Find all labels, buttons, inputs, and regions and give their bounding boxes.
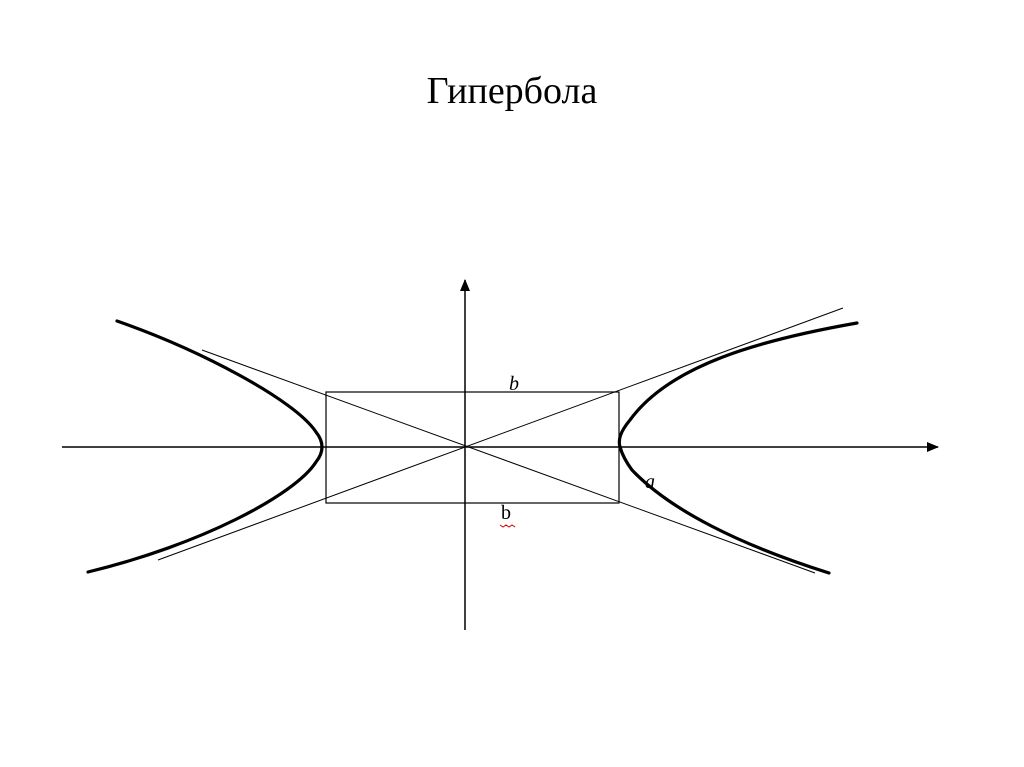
page-title: Гипербола — [426, 70, 598, 112]
label-b-top: b — [509, 373, 519, 395]
hyperbola-left-branch — [86, 319, 324, 574]
asymptote-falling — [201, 349, 816, 574]
label-b-bottom: b — [501, 502, 511, 524]
label-a: a — [645, 471, 655, 493]
hyperbola-right-branch — [617, 321, 859, 575]
asymptote-rising — [157, 307, 844, 561]
spellcheck-underline — [499, 524, 516, 528]
